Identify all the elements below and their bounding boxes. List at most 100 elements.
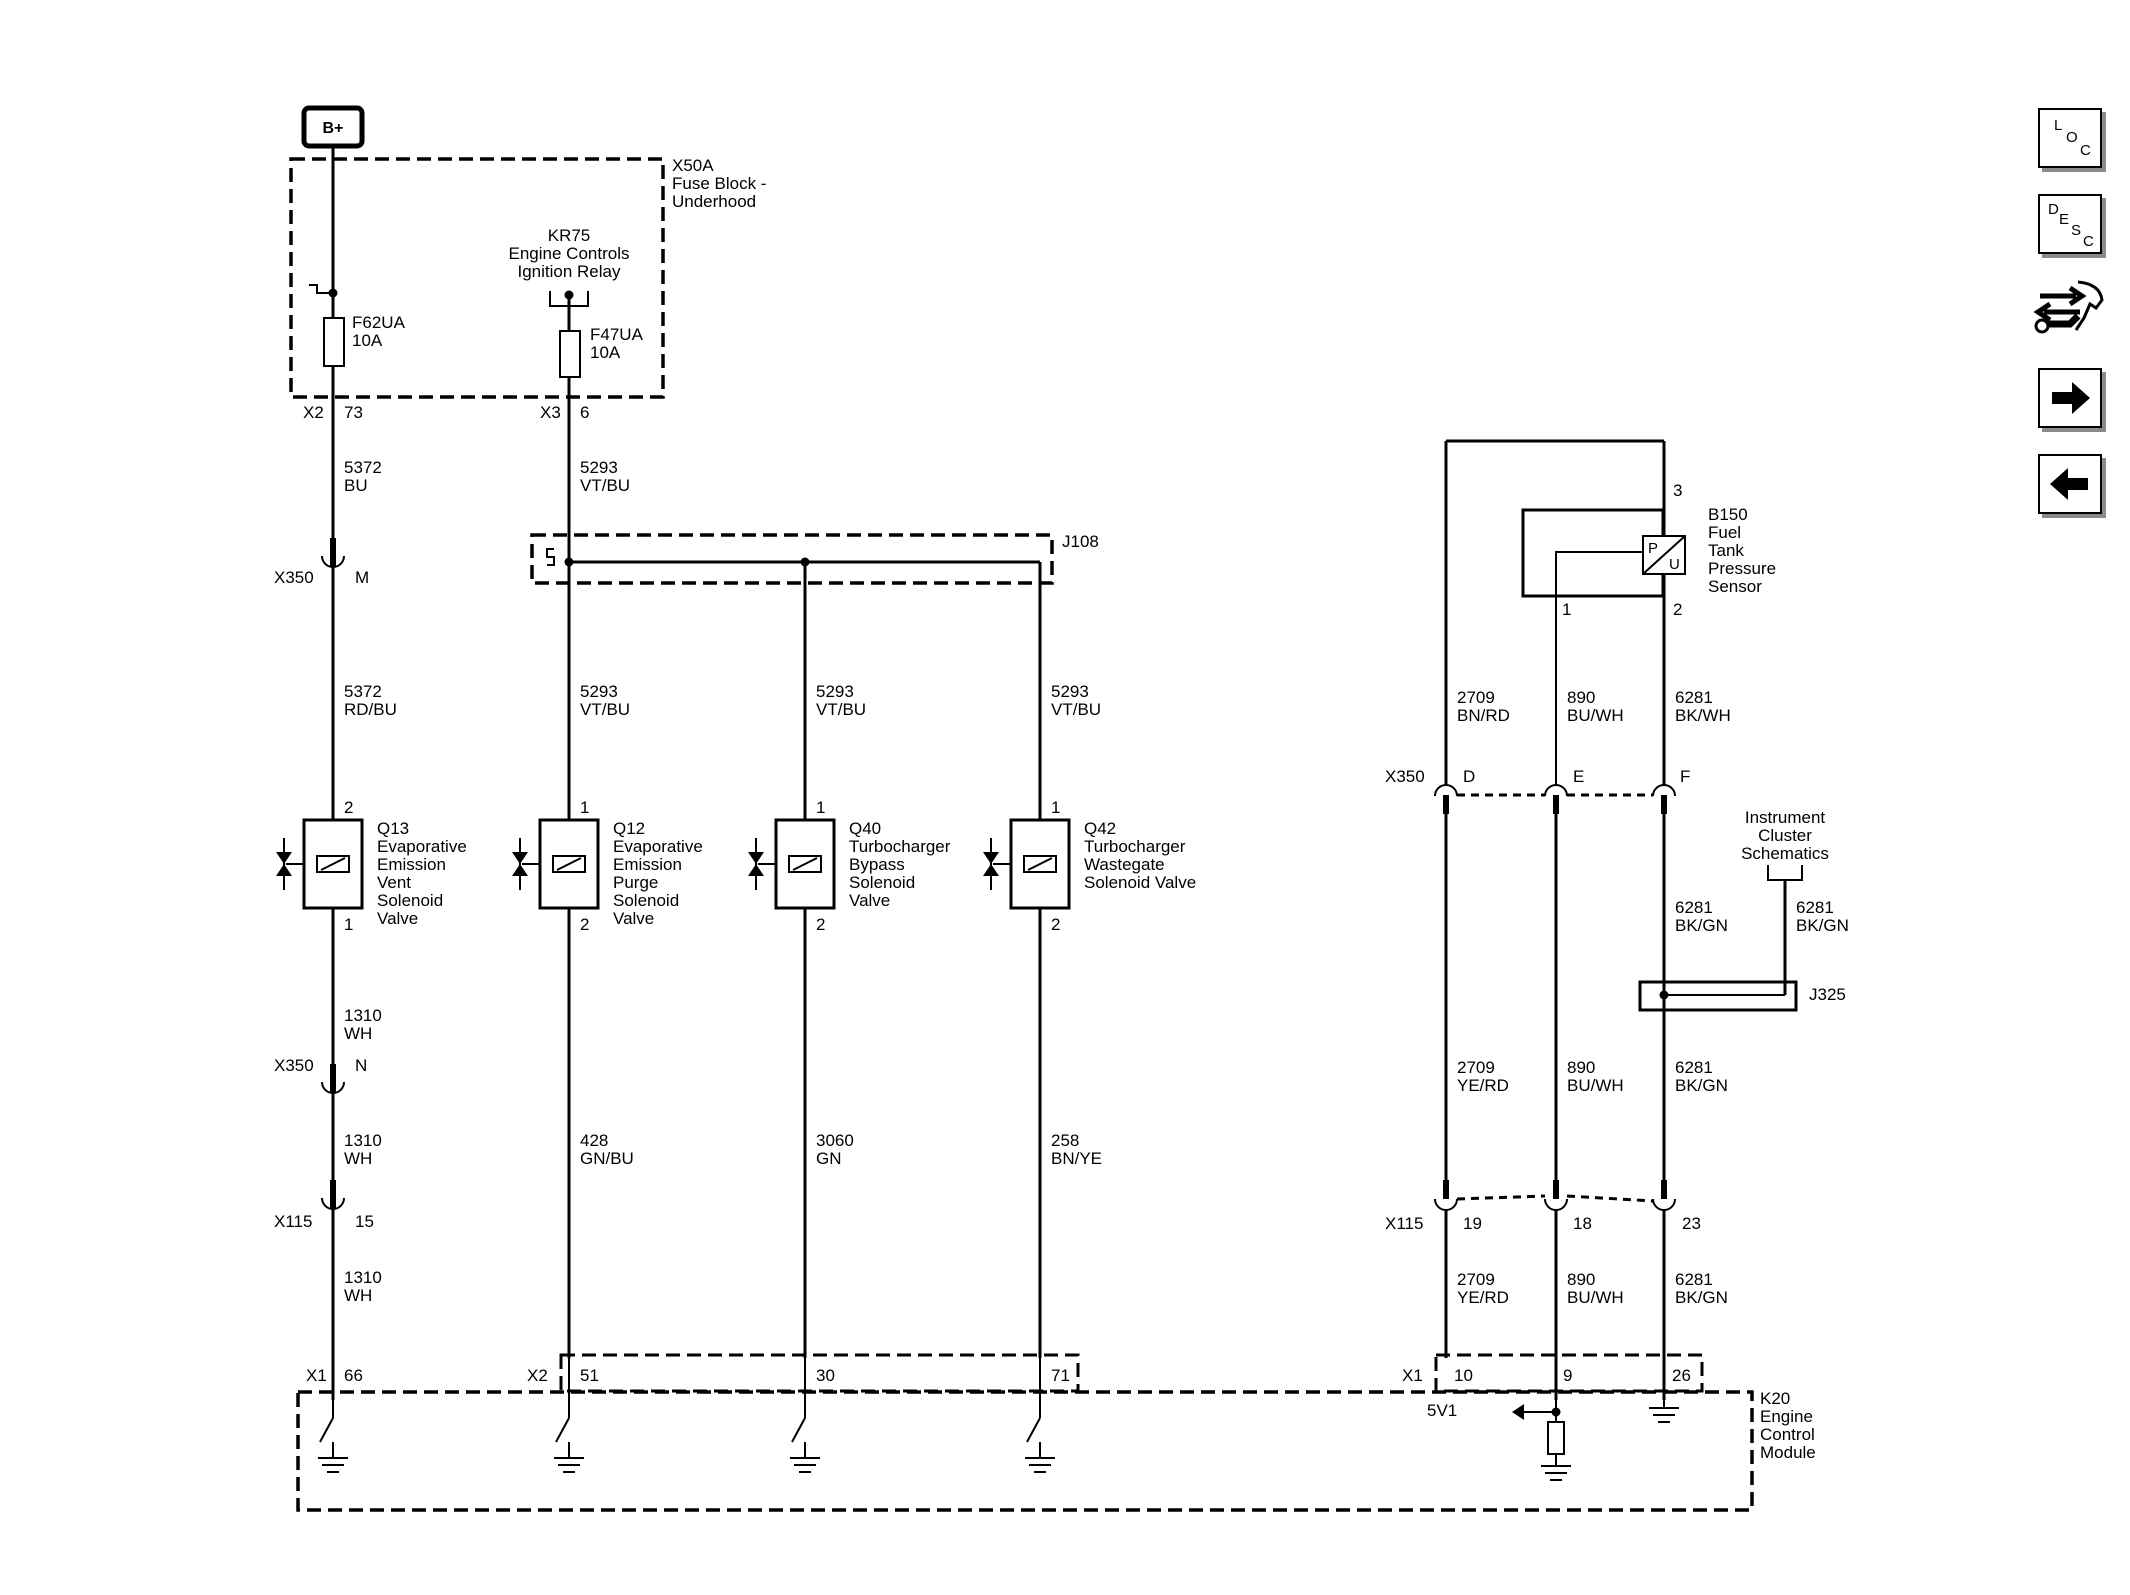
wire-5372-bu-circuit: 5372 [344, 458, 382, 477]
solenoid-q40 [748, 818, 836, 910]
solenoid-q13-top-pin: 2 [344, 798, 353, 817]
x350-pin-e: E [1573, 767, 1584, 786]
ecm-pin-10: 10 [1454, 1366, 1473, 1385]
back-button[interactable] [2038, 454, 2102, 514]
sensor-b150-p: P [1648, 540, 1658, 557]
ecm-pin-9: 9 [1563, 1366, 1572, 1385]
wire-6281-ic2-color: BK/GN [1796, 916, 1849, 935]
solenoid-q40-line-3: Solenoid [849, 873, 915, 892]
splice-j108-label: J108 [1062, 532, 1099, 551]
ecm-low-side-switches [318, 1358, 1055, 1473]
wire-890-a-circuit: 890 [1567, 688, 1595, 707]
wire-1310-c-color: WH [344, 1286, 372, 1305]
wire-258-color: BN/YE [1051, 1149, 1102, 1168]
x115-left-label: X115 [274, 1212, 312, 1231]
arrow-right-icon [2052, 382, 2090, 414]
instrument-cluster-line-1: Instrument [1745, 808, 1826, 827]
relay-id: KR75 [548, 226, 591, 245]
fuse-output-conn-2: X3 [540, 403, 561, 422]
wire-5293-vtbu-circuit: 5293 [580, 458, 618, 477]
solenoid-q13-line-2: Emission [377, 855, 446, 874]
sensor-id: B150 [1708, 505, 1748, 524]
wire-6281-bkwh-color: BK/WH [1675, 706, 1731, 725]
desc-d: D [2048, 201, 2059, 218]
fuse-f62ua-rating: 10A [352, 331, 383, 350]
ecm-x1-right: X1 [1402, 1366, 1423, 1385]
sensor-line-2: Tank [1708, 541, 1744, 560]
wire-5293-b-color: VT/BU [816, 700, 866, 719]
solenoid-q13-line-5: Valve [377, 909, 418, 928]
solenoid-q42-id: Q42 [1084, 819, 1116, 838]
solenoid-q42-top-pin: 1 [1051, 798, 1060, 817]
wire-890-c-circuit: 890 [1567, 1270, 1595, 1289]
relay-name-1: Engine Controls [509, 244, 630, 263]
solenoid-q40-line-4: Valve [849, 891, 890, 910]
x115-pin-19: 19 [1463, 1214, 1482, 1233]
ecm-pin-71: 71 [1051, 1366, 1070, 1385]
fuse-output-conn-1: X2 [303, 403, 324, 422]
ecm-x1-left: X1 [306, 1366, 327, 1385]
solenoid-q13-line-3: Vent [377, 873, 411, 892]
sensor-pin-3: 3 [1673, 481, 1682, 500]
solenoid-q12-line-1: Evaporative [613, 837, 703, 856]
x350-left-label-2: X350 [274, 1056, 314, 1075]
x350-right-label: X350 [1385, 767, 1425, 786]
wire-890-b-color: BU/WH [1567, 1076, 1624, 1095]
solenoid-q40-line-1: Turbocharger [849, 837, 951, 856]
wire-428-color: GN/BU [580, 1149, 634, 1168]
x350-pin-m: M [355, 568, 369, 587]
fuse-block-id: X50A [672, 156, 714, 175]
solenoid-q42-line-2: Wastegate [1084, 855, 1165, 874]
next-button[interactable] [2038, 368, 2102, 428]
instrument-cluster-line-2: Cluster [1758, 826, 1812, 845]
solenoid-q13-bottom-pin: 1 [344, 915, 353, 934]
connector-repair-button[interactable] [2030, 274, 2110, 338]
wire-6281-bkgn-a-color: BK/GN [1675, 1076, 1728, 1095]
solenoid-q40-bottom-pin: 2 [816, 915, 825, 934]
wire-890-c-color: BU/WH [1567, 1288, 1624, 1307]
wire-1310-b-color: WH [344, 1149, 372, 1168]
x115-pin-15: 15 [355, 1212, 374, 1231]
ecm-pin-66: 66 [344, 1366, 363, 1385]
wire-5372-rdbu-circuit: 5372 [344, 682, 382, 701]
loc-button[interactable]: L O C [2038, 108, 2102, 168]
wire-5372-rdbu-color: RD/BU [344, 700, 397, 719]
solenoid-q42-bottom-pin: 2 [1051, 915, 1060, 934]
loc-o: O [2066, 129, 2078, 146]
wire-5293-b-circuit: 5293 [816, 682, 854, 701]
sensor-line-1: Fuel [1708, 523, 1741, 542]
connector-repair-icon [2033, 280, 2104, 334]
solenoid-q40-id: Q40 [849, 819, 881, 838]
fuse-f47ua-id: F47UA [590, 325, 644, 344]
ecm-id: K20 [1760, 1389, 1790, 1408]
solenoid-q12-top-pin: 1 [580, 798, 589, 817]
x115-pin-18: 18 [1573, 1214, 1592, 1233]
wire-6281-bkgn-b-circuit: 6281 [1675, 1270, 1713, 1289]
ecm-sensor-circuits [1512, 1400, 1679, 1481]
fuse-f47ua [559, 330, 581, 378]
x350-pin-f: F [1680, 767, 1690, 786]
wire-5293-c-color: VT/BU [1051, 700, 1101, 719]
wire-6281-bkgn-a-circuit: 6281 [1675, 1058, 1713, 1077]
solenoid-q13-line-1: Evaporative [377, 837, 467, 856]
loc-c: C [2080, 142, 2091, 159]
ecm-ref-5v1: 5V1 [1427, 1401, 1457, 1420]
ecm-pin-26: 26 [1672, 1366, 1691, 1385]
wire-6281-ic-circuit: 6281 [1675, 898, 1713, 917]
solenoid-q12-id: Q12 [613, 819, 645, 838]
wire-2709-yerd-a-color: YE/RD [1457, 1076, 1509, 1095]
solenoid-q40-top-pin: 1 [816, 798, 825, 817]
ecm-x2-connector [559, 1353, 1080, 1393]
solenoid-q13-line-4: Solenoid [377, 891, 443, 910]
wire-6281-ic2-circuit: 6281 [1796, 898, 1834, 917]
relay-name-2: Ignition Relay [517, 262, 621, 281]
wire-428-circuit: 428 [580, 1131, 608, 1150]
x115-pin-23: 23 [1682, 1214, 1701, 1233]
wire-890-a-color: BU/WH [1567, 706, 1624, 725]
sensor-line-3: Pressure [1708, 559, 1776, 578]
wire-1310-c-circuit: 1310 [344, 1268, 382, 1287]
fuse-block-name-2: Underhood [672, 192, 756, 211]
desc-button[interactable]: D E S C [2038, 194, 2102, 254]
fuse-block-boundary [289, 157, 665, 399]
